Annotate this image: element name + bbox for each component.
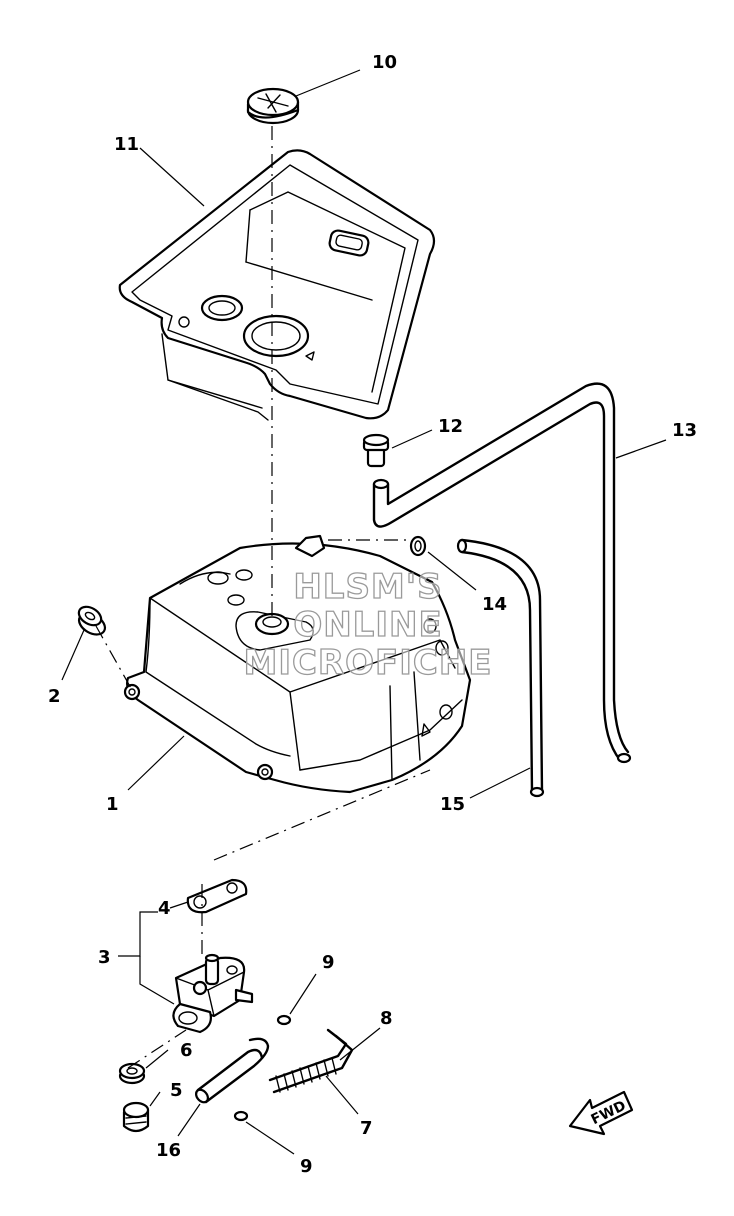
part-10-filler-cap: [246, 87, 300, 125]
part-2-grommet: [77, 605, 107, 636]
callout-16: 16: [156, 1140, 181, 1161]
callout-5: 5: [170, 1080, 183, 1101]
part-9-clip-lower: [233, 1110, 249, 1122]
callout-14: 14: [482, 594, 507, 615]
callout-15: 15: [440, 794, 465, 815]
callout-7: 7: [360, 1118, 373, 1139]
callout-12: 12: [438, 416, 463, 437]
alignment-lines: [95, 126, 431, 1069]
forward-arrow-icon: FWD: [568, 1090, 634, 1136]
watermark-line-1: HLSM'S: [293, 567, 442, 607]
part-9-clip-upper: [276, 1014, 292, 1026]
part-14-clip: [409, 535, 427, 557]
part-3-fuel-cock: [172, 953, 254, 1034]
part-7-spring-hose: [268, 1028, 354, 1094]
callout-1: 1: [106, 794, 119, 815]
leader-lines: [61, 69, 667, 1155]
watermark: HLSM'S ONLINE MICROFICHE: [243, 566, 492, 683]
callout-4: 4: [158, 898, 171, 919]
callout-10: 10: [372, 52, 397, 73]
callout-6: 6: [180, 1040, 193, 1061]
callout-11: 11: [114, 134, 139, 155]
callout-8: 8: [380, 1008, 393, 1029]
watermark-line-3: MICROFICHE: [243, 643, 492, 683]
watermark-line-2: ONLINE: [293, 605, 442, 645]
callout-9-upper: 9: [322, 952, 335, 973]
callout-9-lower: 9: [300, 1156, 313, 1177]
part-6-washer: [118, 1062, 146, 1085]
callout-3: 3: [98, 947, 111, 968]
part-5-drain-bolt: [122, 1101, 150, 1133]
part-16-fuel-hose: [194, 1037, 270, 1104]
part-13-breather-hose: [372, 382, 632, 764]
part-1-fuel-tank: [123, 534, 472, 794]
part-15-hose: [456, 538, 545, 798]
callout-13: 13: [672, 420, 697, 441]
callout-2: 2: [48, 686, 61, 707]
part-4-gasket: [186, 878, 248, 914]
part-callouts: 10 11 12 13 14 2 1 15 4 3 9 8 6 5 7 16 9: [48, 52, 697, 1177]
part-11-tank-cover: [118, 149, 436, 421]
part-12-breather-cap: [362, 433, 390, 468]
